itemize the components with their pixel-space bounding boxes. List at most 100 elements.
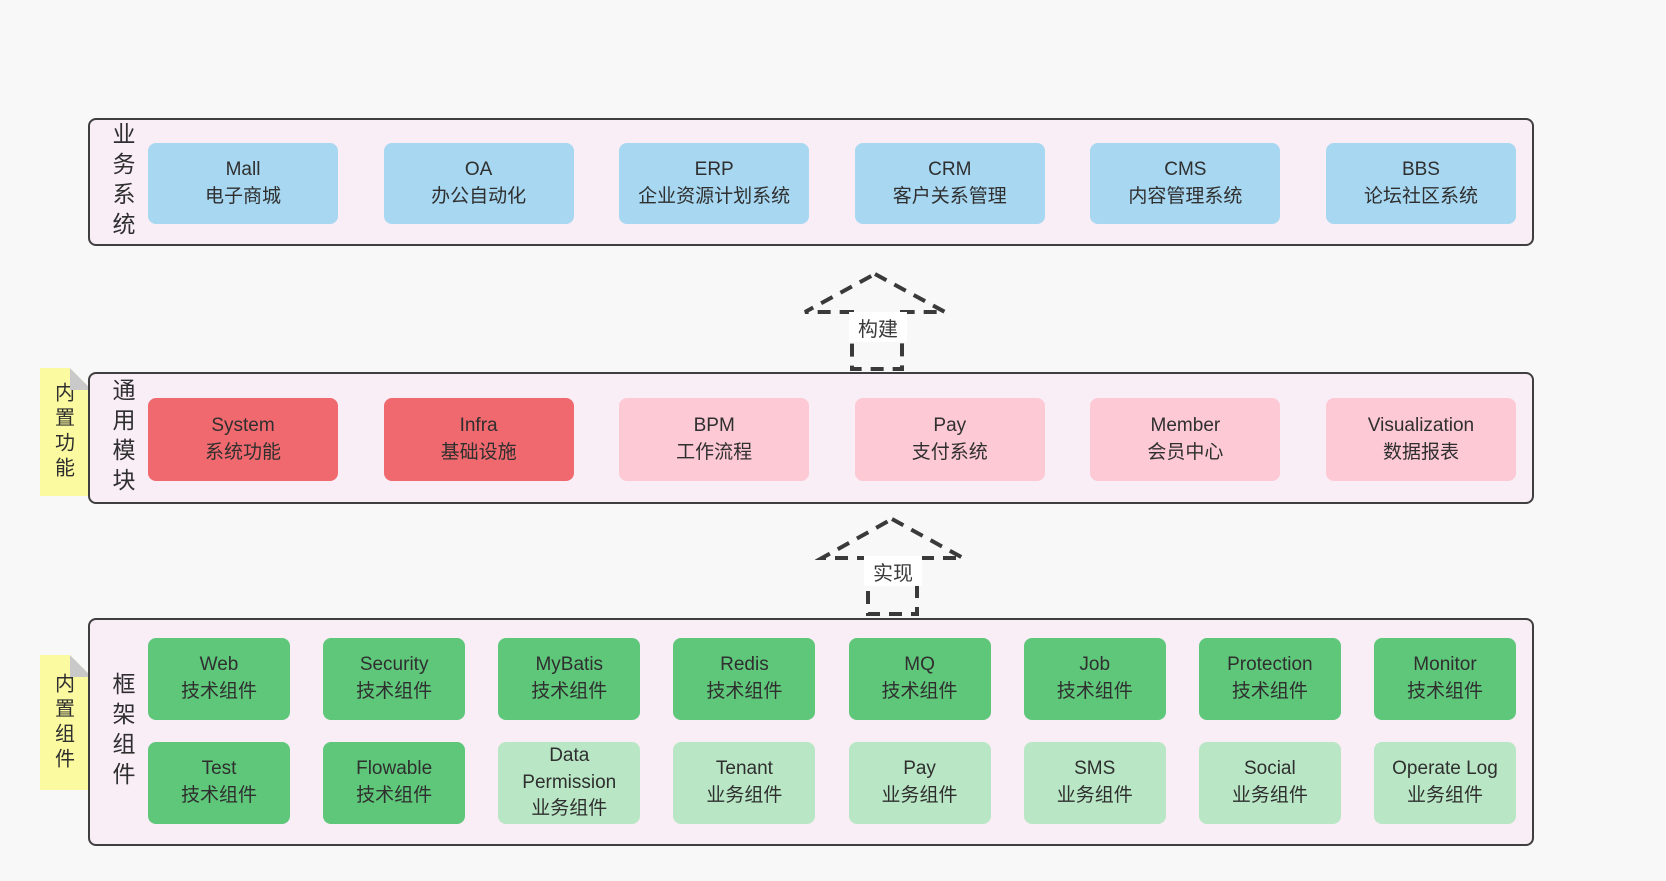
common-modules-label: 通用模块 xyxy=(109,378,135,498)
build-arrow-label: 构建 xyxy=(849,312,907,342)
box-sms: SMS 业务组件 xyxy=(1023,742,1166,824)
box-subtitle: 技术组件 xyxy=(1056,681,1133,702)
box-title: Pay xyxy=(903,758,936,780)
box-security: Security 技术组件 xyxy=(323,638,466,720)
framework-components-row-1: Web 技术组件 Security 技术组件 MyBatis 技术组件 Redi… xyxy=(148,638,1516,720)
box-test: Test 技术组件 xyxy=(148,742,290,824)
framework-components-container: 框架组件 Web 技术组件 Security 技术组件 MyBatis 技术组件… xyxy=(88,618,1534,846)
box-subtitle: 业务组件 xyxy=(706,785,783,806)
box-system: System 系统功能 xyxy=(148,398,338,481)
build-arrow-icon xyxy=(804,271,946,371)
box-data-permission: Data Permission 业务组件 xyxy=(498,742,641,824)
box-title: Mall xyxy=(225,158,261,180)
box-erp: ERP 企业资源计划系统 xyxy=(619,143,810,224)
box-subtitle: 业务组件 xyxy=(531,798,608,820)
business-systems-container: 业务系统 Mall 电子商城 OA 办公自动化 ERP 企业资源计划系统 CRM… xyxy=(88,118,1534,246)
box-title: MQ xyxy=(904,654,935,676)
builtin-components-note: 内置组件 xyxy=(40,655,92,790)
box-title: BPM xyxy=(693,414,735,436)
box-title: MyBatis xyxy=(535,654,604,676)
box-subtitle: 办公自动化 xyxy=(431,185,527,207)
box-title: Data Permission xyxy=(522,744,617,793)
builtin-functions-note-text: 内置功能 xyxy=(51,382,74,482)
box-subtitle: 技术组件 xyxy=(881,681,958,702)
box-subtitle: 工作流程 xyxy=(676,441,753,463)
business-systems-label: 业务系统 xyxy=(109,122,135,242)
box-title: Redis xyxy=(720,654,769,676)
box-subtitle: 会员中心 xyxy=(1147,441,1224,463)
box-monitor: Monitor 技术组件 xyxy=(1373,638,1516,720)
box-title: System xyxy=(211,414,275,436)
box-subtitle: 论坛社区系统 xyxy=(1363,185,1478,207)
box-title: OA xyxy=(464,158,493,180)
box-subtitle: 技术组件 xyxy=(180,681,257,702)
box-subtitle: 支付系统 xyxy=(911,441,988,463)
box-title: CMS xyxy=(1164,158,1207,180)
box-cms: CMS 内容管理系统 xyxy=(1090,143,1281,224)
common-modules-container: 通用模块 System 系统功能 Infra 基础设施 BPM 工作流程 Pay… xyxy=(88,372,1534,504)
box-visualization: Visualization 数据报表 xyxy=(1325,398,1516,481)
box-bbs: BBS 论坛社区系统 xyxy=(1325,143,1516,224)
box-crm: CRM 客户关系管理 xyxy=(854,143,1045,224)
box-subtitle: 技术组件 xyxy=(531,681,608,702)
box-subtitle: 基础设施 xyxy=(440,441,517,463)
box-flowable: Flowable 技术组件 xyxy=(323,742,466,824)
box-pay-biz: Pay 业务组件 xyxy=(848,742,991,824)
box-member: Member 会员中心 xyxy=(1090,398,1281,481)
box-operate-log: Operate Log 业务组件 xyxy=(1373,742,1516,824)
box-title: Tenant xyxy=(715,758,773,780)
box-title: CRM xyxy=(928,158,972,180)
box-infra: Infra 基础设施 xyxy=(383,398,574,481)
box-title: Test xyxy=(201,758,237,780)
box-title: Visualization xyxy=(1367,414,1475,436)
box-title: BBS xyxy=(1401,158,1440,180)
box-subtitle: 技术组件 xyxy=(706,681,783,702)
box-pay: Pay 支付系统 xyxy=(854,398,1045,481)
framework-components-row-2: Test 技术组件 Flowable 技术组件 Data Permission … xyxy=(148,742,1516,824)
box-subtitle: 技术组件 xyxy=(356,785,433,806)
box-social: Social 业务组件 xyxy=(1198,742,1341,824)
box-mybatis: MyBatis 技术组件 xyxy=(498,638,641,720)
box-redis: Redis 技术组件 xyxy=(673,638,816,720)
box-protection: Protection 技术组件 xyxy=(1198,638,1341,720)
box-subtitle: 内容管理系统 xyxy=(1128,185,1243,207)
box-subtitle: 系统功能 xyxy=(204,441,281,463)
business-systems-row: Mall 电子商城 OA 办公自动化 ERP 企业资源计划系统 CRM 客户关系… xyxy=(148,143,1516,224)
box-subtitle: 业务组件 xyxy=(1406,785,1483,806)
box-subtitle: 业务组件 xyxy=(1056,785,1133,806)
box-title: Web xyxy=(199,654,239,676)
box-oa: OA 办公自动化 xyxy=(383,143,574,224)
builtin-components-note-text: 内置组件 xyxy=(51,672,74,773)
framework-components-label: 框架组件 xyxy=(109,672,135,792)
box-tenant: Tenant 业务组件 xyxy=(673,742,816,824)
box-title: Operate Log xyxy=(1392,758,1498,780)
box-title: Protection xyxy=(1227,654,1313,676)
box-title: Social xyxy=(1243,758,1296,780)
box-subtitle: 业务组件 xyxy=(1231,785,1308,806)
box-subtitle: 电子商城 xyxy=(204,185,281,207)
box-subtitle: 技术组件 xyxy=(1406,681,1483,702)
box-title: Flowable xyxy=(356,758,433,780)
box-bpm: BPM 工作流程 xyxy=(619,398,810,481)
box-title: Infra xyxy=(459,414,498,436)
implement-arrow-icon xyxy=(815,516,964,616)
box-subtitle: 业务组件 xyxy=(881,785,958,806)
builtin-functions-note: 内置功能 xyxy=(40,368,92,496)
box-subtitle: 技术组件 xyxy=(356,681,433,702)
box-mall: Mall 电子商城 xyxy=(148,143,338,224)
box-subtitle: 客户关系管理 xyxy=(892,185,1007,207)
box-title: Member xyxy=(1150,414,1221,436)
box-title: Pay xyxy=(933,414,967,436)
box-subtitle: 数据报表 xyxy=(1382,441,1459,463)
box-subtitle: 技术组件 xyxy=(1231,681,1308,702)
box-title: Job xyxy=(1079,654,1111,676)
box-title: Monitor xyxy=(1413,654,1477,676)
implement-arrow-label: 实现 xyxy=(864,556,922,586)
box-title: ERP xyxy=(694,158,734,180)
common-modules-row: System 系统功能 Infra 基础设施 BPM 工作流程 Pay 支付系统… xyxy=(148,398,1516,481)
box-title: SMS xyxy=(1074,758,1116,780)
box-job: Job 技术组件 xyxy=(1023,638,1166,720)
box-subtitle: 企业资源计划系统 xyxy=(638,185,791,207)
box-subtitle: 技术组件 xyxy=(180,785,257,806)
box-web: Web 技术组件 xyxy=(148,638,290,720)
